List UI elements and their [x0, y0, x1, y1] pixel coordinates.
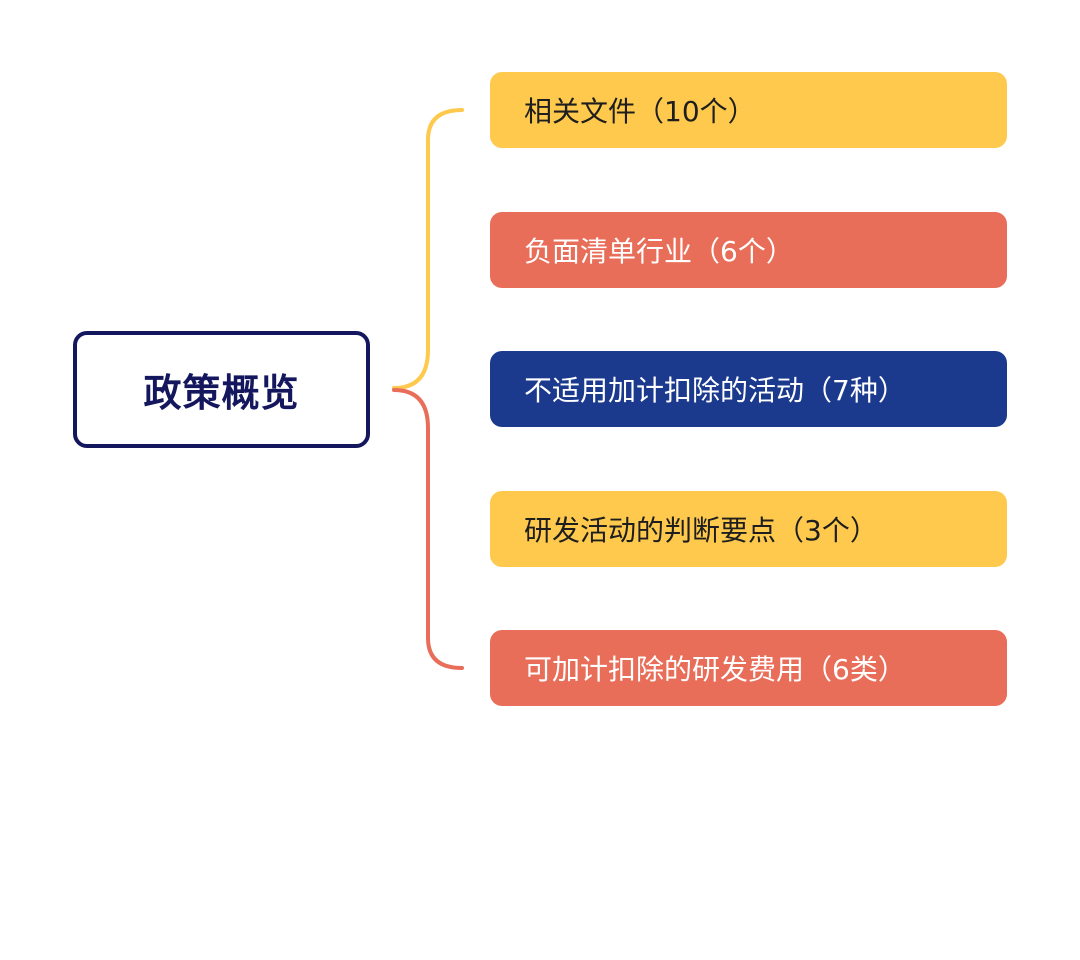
connector-lower [392, 388, 464, 670]
branch-node: 负面清单行业（6个） [490, 212, 1007, 288]
branch-label: 可加计扣除的研发费用（6类） [524, 653, 906, 686]
branch-label: 不适用加计扣除的活动（7种） [524, 374, 906, 407]
branch-label: 研发活动的判断要点（3个） [524, 514, 878, 547]
root-label: 政策概览 [143, 371, 300, 415]
branch-label: 负面清单行业（6个） [524, 235, 794, 268]
branch-node: 研发活动的判断要点（3个） [490, 491, 1007, 567]
root-node: 政策概览 [73, 331, 370, 448]
branch-node: 不适用加计扣除的活动（7种） [490, 351, 1007, 427]
branch-node: 可加计扣除的研发费用（6类） [490, 630, 1007, 706]
connector-upper [392, 108, 464, 390]
branch-label: 相关文件（10个） [524, 95, 756, 128]
branch-node: 相关文件（10个） [490, 72, 1007, 148]
